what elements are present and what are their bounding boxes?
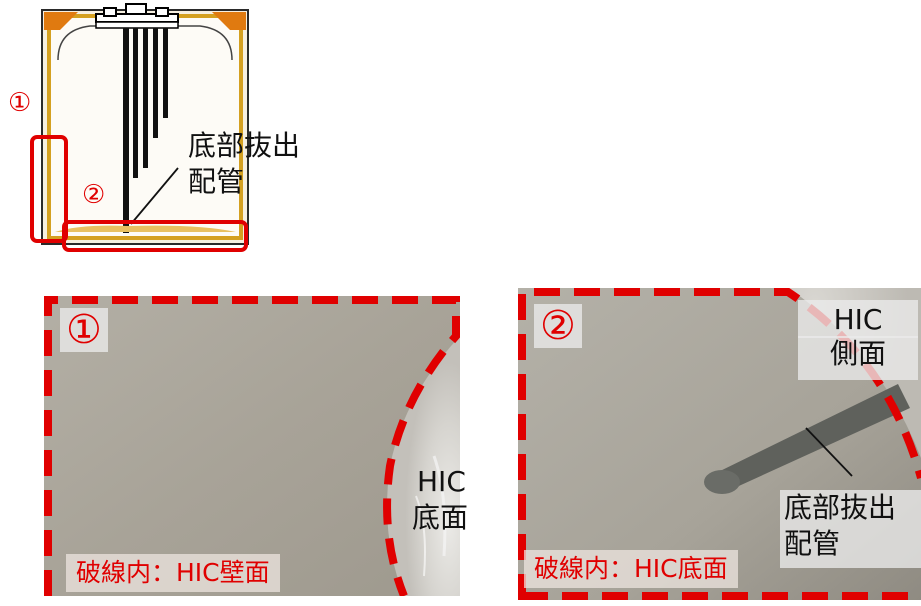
photo-hic-wall [44,296,460,596]
photo1-marker: ① [60,308,108,352]
photo2-caption: 破線内：HIC底面 [524,550,738,588]
photo2-hic-label-1: HIC [798,300,918,338]
photo2-hic-label-2: 側面 [798,336,918,380]
schematic-pipe-label-2: 配管 [188,165,245,198]
schematic-marker-1: ① [8,88,32,118]
internal-pipe [133,28,138,178]
bottom-drain-pipe [123,28,129,233]
highlight-box-1 [30,135,68,243]
vessel-bottom-floor [55,225,236,232]
photo1-hic-label-2: 底面 [412,501,469,534]
highlight-box-2 [62,220,248,252]
photo2-marker: ② [534,304,582,348]
vessel-schematic [0,0,340,260]
vessel-corner-left [44,12,78,30]
photo-hic-wall-image [44,296,460,596]
schematic-marker-2: ② [82,180,106,210]
photo2-pipe-label-2: 配管 [780,526,921,568]
pipe-leader-line [130,167,179,225]
photo2-drain-pipe [714,384,910,490]
internal-pipe [143,28,148,168]
photo1-dashed-boundary [44,296,460,596]
photo1-hic-label-1: HIC [417,465,466,498]
photo1-caption: 破線内：HIC壁面 [66,554,280,592]
vessel-drawing [30,3,249,252]
photo2-pipe-label-1: 底部抜出 [780,490,921,526]
vessel-corner-right [212,12,246,30]
internal-pipe [153,28,158,138]
photo2-dashed-boundary [518,288,921,600]
schematic-pipe-label-1: 底部抜出 [188,129,301,162]
internal-pipe [163,28,168,118]
photo2-pipe-leader-line [805,427,853,477]
